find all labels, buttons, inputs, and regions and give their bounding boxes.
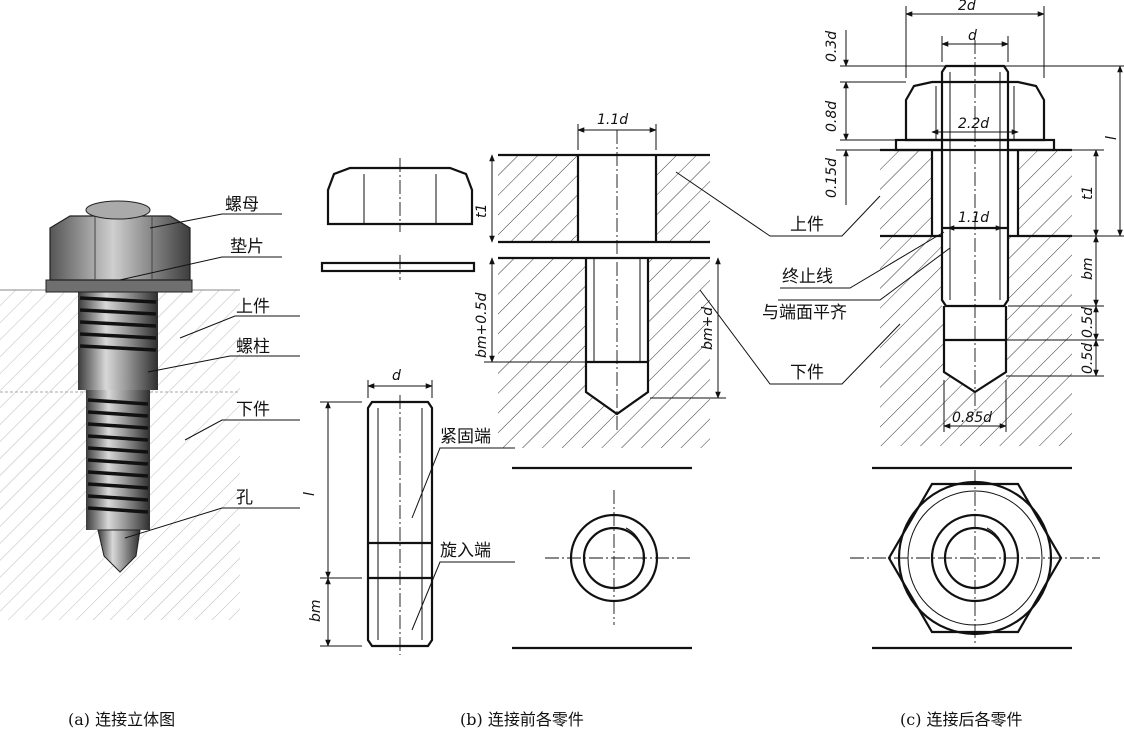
label-lower-part-c: 下件 bbox=[790, 363, 824, 383]
stud-side-view bbox=[366, 395, 434, 655]
label-upper-part-c: 上件 bbox=[790, 215, 824, 235]
dim-bm-plus-d: bm+d bbox=[700, 307, 716, 350]
dim-stud-bm: bm bbox=[308, 599, 324, 622]
dim-length-l: l bbox=[1104, 136, 1120, 140]
upper-part-section bbox=[498, 153, 710, 244]
stud-in-assembly bbox=[940, 40, 1010, 410]
label-upper-part: 上件 bbox=[236, 297, 270, 317]
dim-nut-22d: 2.2d bbox=[958, 116, 989, 132]
section-b-dimensions bbox=[484, 124, 726, 399]
dim-t1: t1 bbox=[474, 204, 490, 218]
dim-washer-2d: 2d bbox=[958, 0, 976, 14]
panel-a-leaders bbox=[119, 213, 300, 539]
dim-t1-c: t1 bbox=[1080, 186, 1096, 200]
label-stop-line: 终止线 bbox=[782, 267, 833, 287]
caption-b: (b) 连接前各零件 bbox=[460, 710, 584, 729]
label-washer: 垫片 bbox=[230, 237, 264, 257]
section-c-dimensions bbox=[836, 6, 1124, 432]
stud-callout-leaders bbox=[411, 447, 515, 631]
dim-stud-d-c: d bbox=[968, 28, 977, 44]
caption-a: (a) 连接立体图 bbox=[68, 710, 175, 729]
upper-part-section-c bbox=[880, 148, 1072, 238]
dim-drill-085d: 0.85d bbox=[952, 410, 992, 426]
panel-b-parts: d l bm 紧固端 旋入端 bbox=[302, 112, 726, 729]
dim-stud-d: d bbox=[392, 368, 401, 384]
nut-3d bbox=[49, 215, 191, 281]
nut-side-view bbox=[326, 166, 474, 226]
dim-bm-c: bm bbox=[1080, 257, 1096, 280]
stud-dimensions bbox=[320, 380, 433, 647]
stud-upper-body bbox=[78, 290, 158, 390]
label-lower-part: 下件 bbox=[236, 400, 270, 420]
dim-stud-length: l bbox=[302, 492, 318, 496]
dim-05d-2: 0.5d bbox=[1080, 343, 1096, 374]
dim-05d-1: 0.5d bbox=[1080, 307, 1096, 338]
caption-c: (c) 连接后各零件 bbox=[900, 710, 1023, 729]
dim-bm-plus-half-d: bm+0.5d bbox=[474, 292, 490, 358]
label-hole: 孔 bbox=[236, 488, 253, 508]
top-view-after bbox=[850, 466, 1100, 650]
label-screw-end: 旋入端 bbox=[440, 541, 491, 561]
lower-part-section bbox=[498, 130, 710, 448]
dim-03d: 0.3d bbox=[824, 31, 840, 62]
label-nut: 螺母 bbox=[225, 195, 259, 215]
label-flush-face: 与端面平齐 bbox=[762, 303, 847, 323]
hole-drill-tip bbox=[97, 529, 141, 573]
stud-top-3d bbox=[85, 200, 151, 220]
top-view-before bbox=[512, 466, 692, 650]
washer-3d bbox=[45, 279, 193, 293]
label-stud: 螺柱 bbox=[236, 337, 270, 357]
panel-a-3d-view: 螺母 垫片 上件 螺柱 下件 孔 (a) 连接立体图 bbox=[0, 195, 300, 729]
dim-015d: 0.15d bbox=[824, 158, 840, 198]
label-clamp-end: 紧固端 bbox=[440, 427, 491, 447]
dim-hole-11d: 1.1d bbox=[958, 210, 989, 226]
washer-side-view bbox=[320, 261, 476, 273]
dim-hole-width: 1.1d bbox=[597, 112, 628, 128]
stud-threads bbox=[79, 296, 157, 514]
dim-08d: 0.8d bbox=[824, 101, 840, 132]
panel-c-leaders bbox=[675, 171, 951, 385]
panel-c-assembly: 2d d 0.3d 0.8d 0.15d 2.2d 1.1d l t1 bm 0… bbox=[675, 0, 1124, 729]
